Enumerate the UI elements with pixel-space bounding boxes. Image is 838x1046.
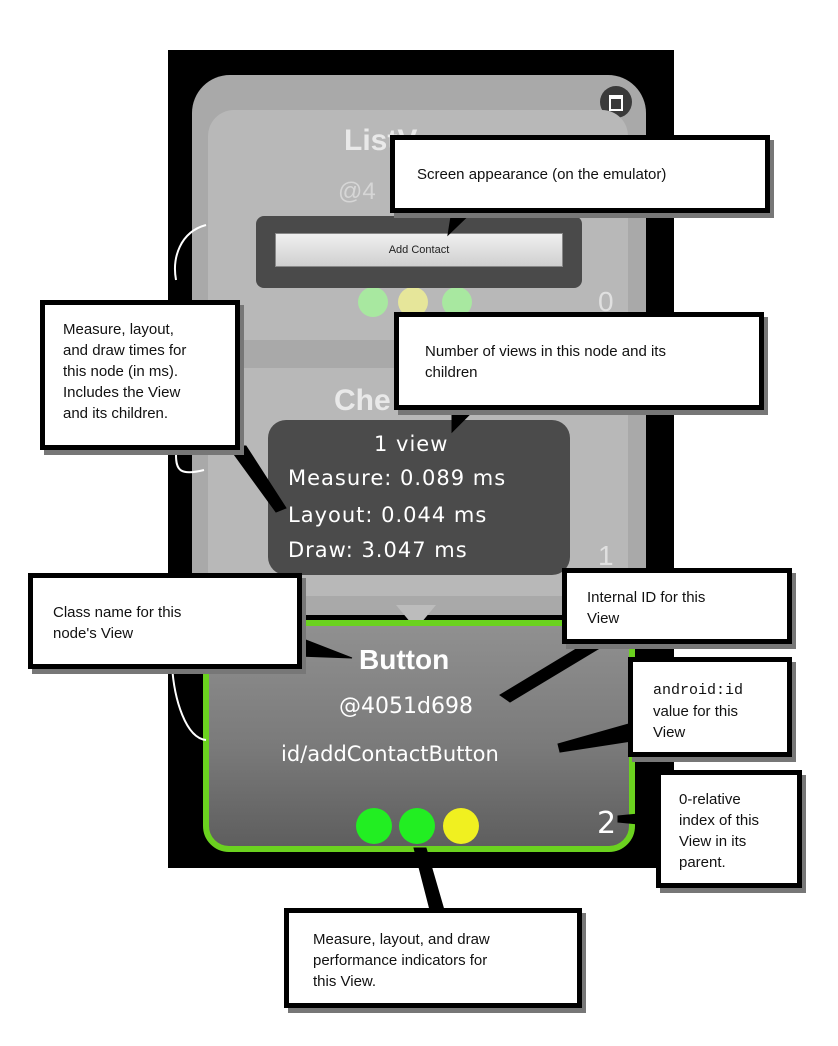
callout-code-text: android:id (653, 682, 744, 699)
connector-line (175, 454, 205, 474)
callout-times: Measure, layout, and draw times for this… (40, 300, 240, 450)
pointer-views (451, 407, 478, 434)
callout-text: Class name for this (53, 604, 182, 621)
pointer-index (617, 811, 661, 827)
callout-text: this View. (313, 973, 377, 990)
ghost-node-mid-index: 1 (598, 540, 614, 571)
node-internal-id: @4051d698 (339, 694, 473, 719)
pointer-class (297, 636, 353, 659)
connector-line (174, 224, 207, 281)
callout-text: Number of views in this node and its (425, 343, 666, 360)
callout-text: node's View (53, 625, 134, 642)
callout-internal-id: Internal ID for this View (562, 568, 792, 644)
screen-preview-button: Add Contact (275, 233, 563, 267)
callout-text: value for this (653, 703, 739, 720)
measure-indicator-dot (356, 808, 392, 844)
pointer-times (227, 445, 287, 513)
tooltip-measure: Measure: 0.089 ms (288, 466, 507, 490)
callout-text: index of this (679, 812, 760, 829)
callout-text: Internal ID for this (587, 589, 706, 606)
callout-class-name: Class name for this node's View (28, 573, 302, 669)
pointer-android-id (557, 722, 633, 753)
callout-screen-appearance: Screen appearance (on the emulator) (390, 135, 770, 213)
connector-line (171, 664, 207, 741)
callout-text: and draw times for (63, 342, 187, 359)
timing-tooltip: 1 view Measure: 0.089 ms Layout: 0.044 m… (268, 420, 570, 575)
callout-android-id: android:id value for this View (628, 657, 792, 757)
callout-index: 0-relative index of this View in its par… (656, 770, 802, 888)
callout-text: parent. (679, 854, 726, 871)
node-class-name: Button (359, 644, 450, 675)
tooltip-draw: Draw: 3.047 ms (288, 538, 468, 562)
callout-text: View (587, 610, 620, 627)
draw-indicator-dot (443, 808, 479, 844)
callout-text: and its children. (63, 405, 169, 422)
node-index: 2 (597, 806, 617, 841)
callout-view-count: Number of views in this node and its chi… (394, 312, 764, 410)
callout-text: Screen appearance (on the emulator) (417, 166, 667, 183)
callout-text: View in its (679, 833, 747, 850)
pointer-indicators (413, 847, 445, 911)
ghost-indicator (358, 287, 388, 317)
ghost-node-mid-title: Che (334, 384, 391, 417)
ghost-node-top-index: 0 (598, 286, 614, 317)
callout-text: this node (in ms). (63, 363, 179, 380)
pointer-internal-id (499, 636, 620, 703)
layout-indicator-dot (399, 808, 435, 844)
callout-text: Includes the View (63, 384, 181, 401)
callout-text: performance indicators for (313, 952, 488, 969)
callout-text: Measure, layout, and draw (313, 931, 490, 948)
node-android-id: id/addContactButton (281, 742, 499, 766)
callout-text: 0-relative (679, 791, 741, 808)
callout-text: View (653, 724, 686, 741)
tooltip-layout: Layout: 0.044 ms (288, 503, 488, 527)
callout-text: children (425, 364, 478, 381)
ghost-node-top-id: @4 (338, 178, 376, 205)
pointer-screen (447, 209, 476, 237)
tooltip-view-count: 1 view (374, 432, 449, 456)
callout-indicators: Measure, layout, and draw performance in… (284, 908, 582, 1008)
callout-text: Measure, layout, (63, 321, 174, 338)
